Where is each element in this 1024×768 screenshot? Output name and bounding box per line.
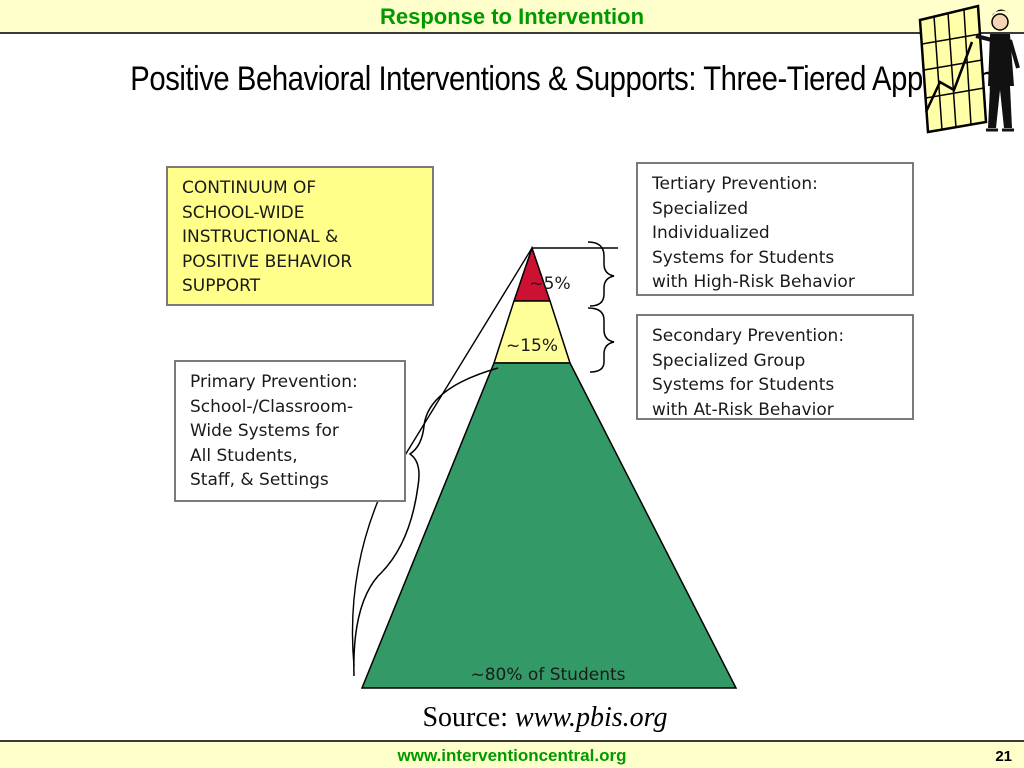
teacher-chart-icon (918, 4, 1020, 134)
tertiary-prevention-box: Tertiary Prevention: Specialized Individ… (636, 162, 914, 296)
tier-bottom (360, 362, 738, 689)
slide-title-text: Positive Behavioral Interventions & Supp… (130, 60, 994, 98)
source-line: Source: www.pbis.org (380, 702, 710, 734)
header-title: Response to Intervention (379, 4, 645, 29)
source-url[interactable]: www.pbis.org (515, 702, 668, 733)
slide-title: Positive Behavioral Interventions & Supp… (60, 56, 994, 102)
footer-bar: www.interventioncentral.org 21 (0, 740, 1024, 768)
primary-prevention-box: Primary Prevention: School-/Classroom- W… (174, 360, 406, 502)
tertiary-brace (587, 241, 615, 307)
secondary-prevention-box: Secondary Prevention: Specialized Group … (636, 314, 914, 420)
pbis-diagram: ~5% ~15% ~80% of Students CONTINUUM OF S… (148, 156, 928, 704)
footer-url[interactable]: www.interventioncentral.org (397, 746, 627, 765)
tier-middle-label: ~15% (506, 336, 558, 356)
primary-brace (353, 367, 499, 677)
source-prefix: Source: (422, 702, 509, 733)
header-bar: Response to Intervention (0, 0, 1024, 34)
page-number: 21 (995, 748, 1012, 765)
secondary-brace (587, 307, 615, 373)
tier-bottom-label: ~80% of Students (470, 665, 625, 685)
tier-top-label: ~5% (529, 274, 570, 294)
continuum-box: CONTINUUM OF SCHOOL-WIDE INSTRUCTIONAL &… (166, 166, 434, 306)
